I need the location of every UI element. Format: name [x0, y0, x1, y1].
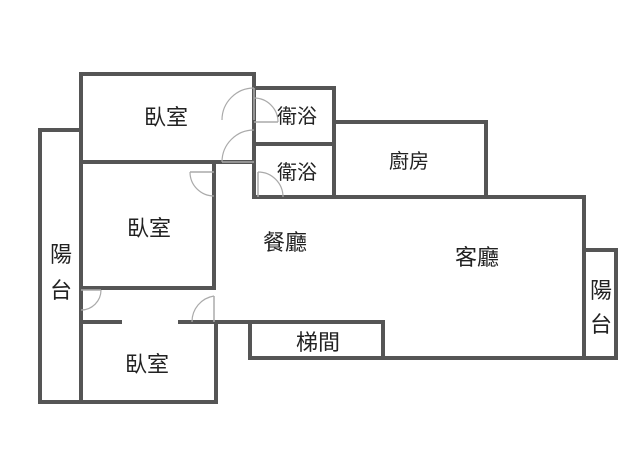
room-label-balcony-right-1: 陽 [590, 279, 612, 304]
room-label-bedroom-top: 臥室 [144, 106, 188, 131]
room-label-bath-1: 衛浴 [277, 104, 317, 128]
door-bath-2 [257, 171, 284, 198]
living-outer-walls [214, 195, 586, 360]
room-label-balcony-right-2: 台 [590, 313, 612, 338]
balcony-right-walls [582, 248, 618, 360]
room-label-dining: 餐廳 [263, 231, 307, 256]
room-label-stair: 梯間 [296, 331, 340, 356]
door-balcony-left [80, 289, 102, 311]
door-bedroom-top [221, 87, 255, 121]
room-label-bath-2: 衛浴 [277, 160, 317, 184]
walls [38, 72, 618, 404]
door-bath-1 [253, 97, 279, 123]
room-label-bedroom-mid: 臥室 [127, 217, 171, 242]
room-label-bedroom-bottom: 臥室 [125, 353, 169, 378]
room-label-balcony-left-2: 台 [50, 279, 72, 304]
doors [80, 87, 284, 323]
room-label-balcony-left-1: 陽 [50, 243, 72, 268]
kitchen-walls [332, 120, 488, 199]
door-bedroom-mid [189, 171, 215, 197]
door-dining-a [221, 129, 255, 163]
room-label-living: 客廳 [455, 246, 499, 271]
door-bedroom-bottom [191, 295, 215, 323]
room-label-kitchen: 廚房 [389, 149, 429, 173]
bedroom-bottom-walls [79, 320, 218, 404]
stair-walls [248, 320, 385, 360]
room-labels: 臥室 衛浴 衛浴 廚房 臥室 餐廳 客廳 梯間 臥室 陽 台 陽 台 [50, 104, 612, 378]
balcony-left-walls [38, 128, 83, 404]
